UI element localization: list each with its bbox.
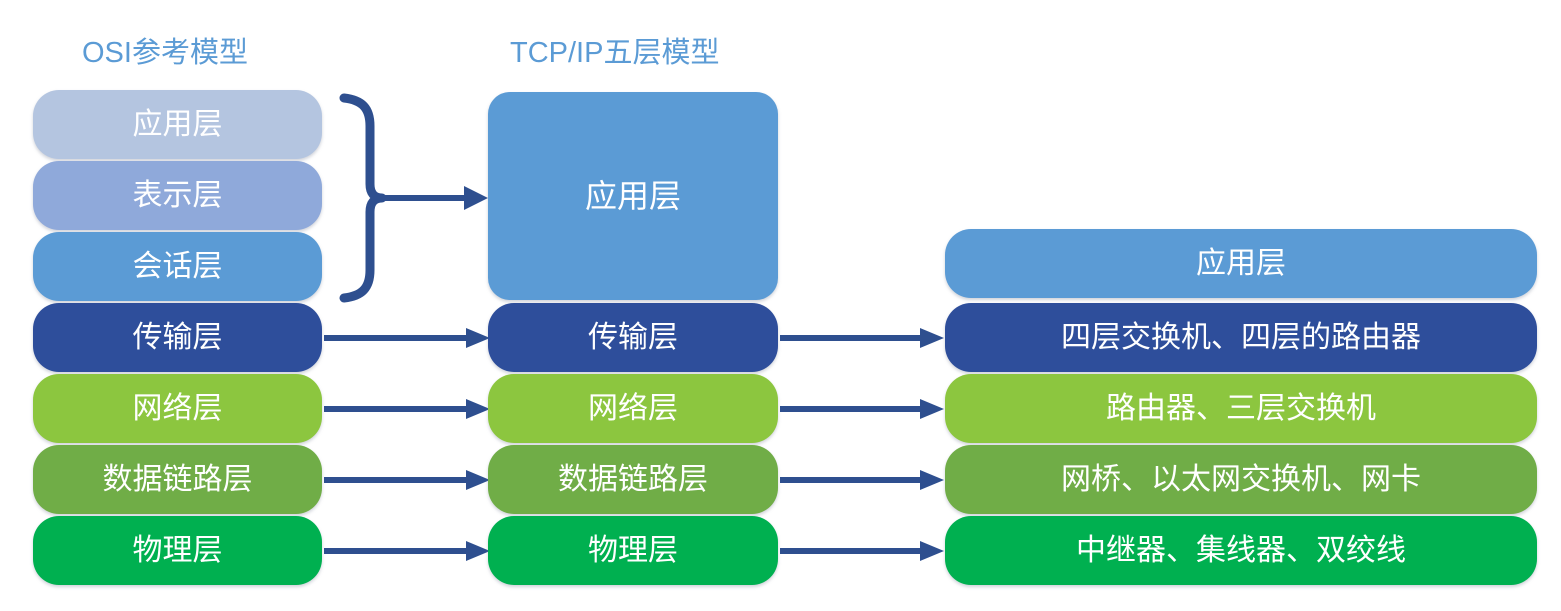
osi-layer-network[interactable]: 网络层 xyxy=(33,374,322,443)
devices-layer-transport-label: 四层交换机、四层的路由器 xyxy=(1061,320,1421,354)
tcpip-column-title: TCP/IP五层模型 xyxy=(510,37,720,69)
devices-layer-transport[interactable]: 四层交换机、四层的路由器 xyxy=(945,303,1537,372)
osi-layer-transport[interactable]: 传输层 xyxy=(33,303,322,372)
tcpip-layer-application-label: 应用层 xyxy=(584,178,681,214)
osi-layer-network-label: 网络层 xyxy=(132,391,223,425)
devices-layer-application-label: 应用层 xyxy=(1196,246,1286,280)
tcpip-layer-transport-label: 传输层 xyxy=(588,320,678,354)
arrow-tcpip-datalink-to-devices xyxy=(780,469,946,491)
tcpip-layer-physical-label: 物理层 xyxy=(588,533,678,567)
tcpip-layer-physical[interactable]: 物理层 xyxy=(488,516,778,585)
arrow-tcpip-transport-to-devices xyxy=(780,327,946,349)
osi-layer-presentation-label: 表示层 xyxy=(132,178,223,212)
devices-layer-datalink[interactable]: 网桥、以太网交换机、网卡 xyxy=(945,445,1537,514)
osi-layer-transport-label: 传输层 xyxy=(132,320,223,354)
tcpip-layer-datalink-label: 数据链路层 xyxy=(558,462,708,496)
tcpip-layer-network[interactable]: 网络层 xyxy=(488,374,778,443)
arrow-tcpip-network-to-devices xyxy=(780,398,946,420)
devices-layer-network-label: 路由器、三层交换机 xyxy=(1106,391,1376,425)
osi-layer-session[interactable]: 会话层 xyxy=(33,232,322,301)
devices-layer-network[interactable]: 路由器、三层交换机 xyxy=(945,374,1537,443)
osi-layer-datalink-label: 数据链路层 xyxy=(102,462,253,496)
osi-column-title: OSI参考模型 xyxy=(82,37,248,69)
devices-layer-physical[interactable]: 中继器、集线器、双绞线 xyxy=(945,516,1537,585)
tcpip-layer-datalink[interactable]: 数据链路层 xyxy=(488,445,778,514)
arrow-osi-datalink-to-tcpip xyxy=(324,469,492,491)
osi-layer-physical[interactable]: 物理层 xyxy=(33,516,322,585)
arrow-osi-network-to-tcpip xyxy=(324,398,492,420)
osi-layer-application-label: 应用层 xyxy=(132,107,223,141)
arrow-tcpip-physical-to-devices xyxy=(780,540,946,562)
tcpip-layer-application[interactable]: 应用层 xyxy=(488,92,778,300)
osi-layer-session-label: 会话层 xyxy=(132,249,223,283)
osi-layer-datalink[interactable]: 数据链路层 xyxy=(33,445,322,514)
curly-brace-icon xyxy=(336,92,496,304)
arrow-osi-transport-to-tcpip xyxy=(324,327,492,349)
osi-layer-presentation[interactable]: 表示层 xyxy=(33,161,322,230)
arrow-osi-physical-to-tcpip xyxy=(324,540,492,562)
devices-layer-application[interactable]: 应用层 xyxy=(945,229,1537,298)
osi-layer-physical-label: 物理层 xyxy=(132,533,223,567)
osi-layer-application[interactable]: 应用层 xyxy=(33,90,322,159)
tcpip-layer-network-label: 网络层 xyxy=(588,391,678,425)
devices-layer-datalink-label: 网桥、以太网交换机、网卡 xyxy=(1061,462,1421,496)
devices-layer-physical-label: 中继器、集线器、双绞线 xyxy=(1076,533,1406,567)
tcpip-layer-transport[interactable]: 传输层 xyxy=(488,303,778,372)
